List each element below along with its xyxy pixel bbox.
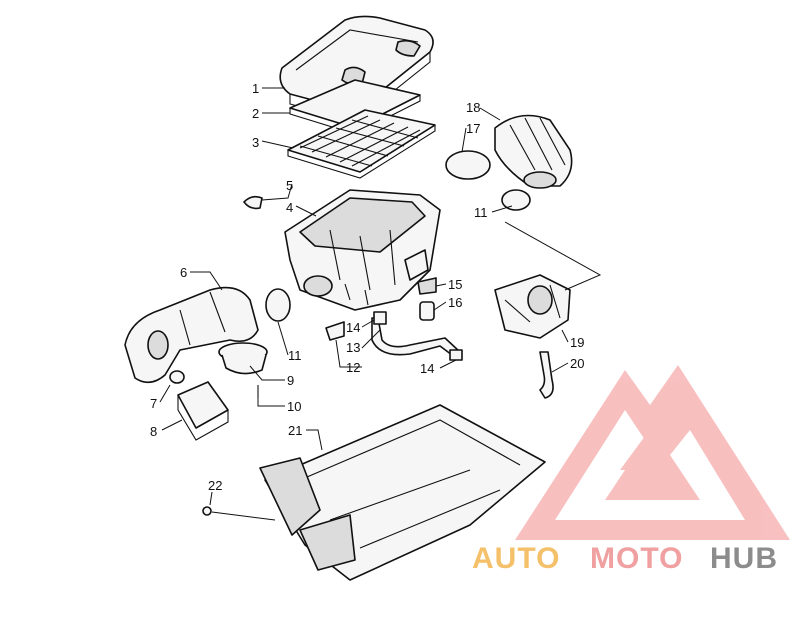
callout-17: 17 — [466, 121, 480, 136]
band-clamp — [445, 150, 491, 180]
callout-1: 1 — [252, 81, 259, 96]
hose-clamp-left — [265, 288, 291, 322]
small-clamp-lower — [449, 349, 463, 361]
callout-15: 15 — [448, 277, 462, 292]
callout-22: 22 — [208, 478, 222, 493]
callout-9: 9 — [287, 373, 294, 388]
callout-12: 12 — [346, 360, 360, 375]
grommet — [169, 370, 185, 384]
callout-11-left: 11 — [288, 348, 302, 363]
drain-plug — [419, 301, 435, 321]
watermark: AUTO MOTO HUB — [472, 542, 778, 575]
callout-5: 5 — [286, 178, 293, 193]
callout-20: 20 — [570, 356, 584, 371]
duct-filter — [177, 381, 229, 441]
small-clamp-upper — [373, 311, 387, 325]
watermark-word-moto: MOTO — [590, 542, 683, 575]
drain-fitting — [325, 321, 345, 341]
callout-8: 8 — [150, 424, 157, 439]
callout-7: 7 — [150, 396, 157, 411]
callout-21: 21 — [288, 423, 302, 438]
filter-cage — [287, 109, 436, 179]
callout-16: 16 — [448, 295, 462, 310]
callout-14-upper: 14 — [346, 320, 360, 335]
callout-11-right: 11 — [474, 205, 488, 220]
carburetor — [494, 274, 571, 339]
callout-4: 4 — [286, 200, 293, 215]
callout-3: 3 — [252, 135, 259, 150]
callout-14-lower: 14 — [420, 361, 434, 376]
callout-2: 2 — [252, 106, 259, 121]
watermark-word-auto: AUTO — [472, 542, 560, 575]
watermark-word-hub: HUB — [710, 542, 778, 575]
intake-duct — [124, 286, 259, 384]
drain-cap — [417, 277, 437, 295]
callout-13: 13 — [346, 340, 360, 355]
carburetor-boot — [494, 114, 573, 189]
hose-clamp-right — [501, 189, 531, 211]
bolt — [202, 506, 212, 516]
leader-lines — [159, 87, 602, 521]
watermark-logo-icon — [515, 365, 790, 540]
callout-10: 10 — [287, 399, 301, 414]
adapter-boot — [218, 342, 268, 375]
callout-18: 18 — [466, 100, 480, 115]
callout-19: 19 — [570, 335, 584, 350]
callout-6: 6 — [180, 265, 187, 280]
base-tray — [259, 404, 546, 581]
retaining-clip — [243, 195, 263, 210]
callout-labels: 1 2 3 5 4 6 7 8 9 10 11 11 12 13 14 14 1… — [150, 81, 584, 493]
vent-hose — [539, 351, 554, 399]
air-box — [284, 189, 441, 311]
